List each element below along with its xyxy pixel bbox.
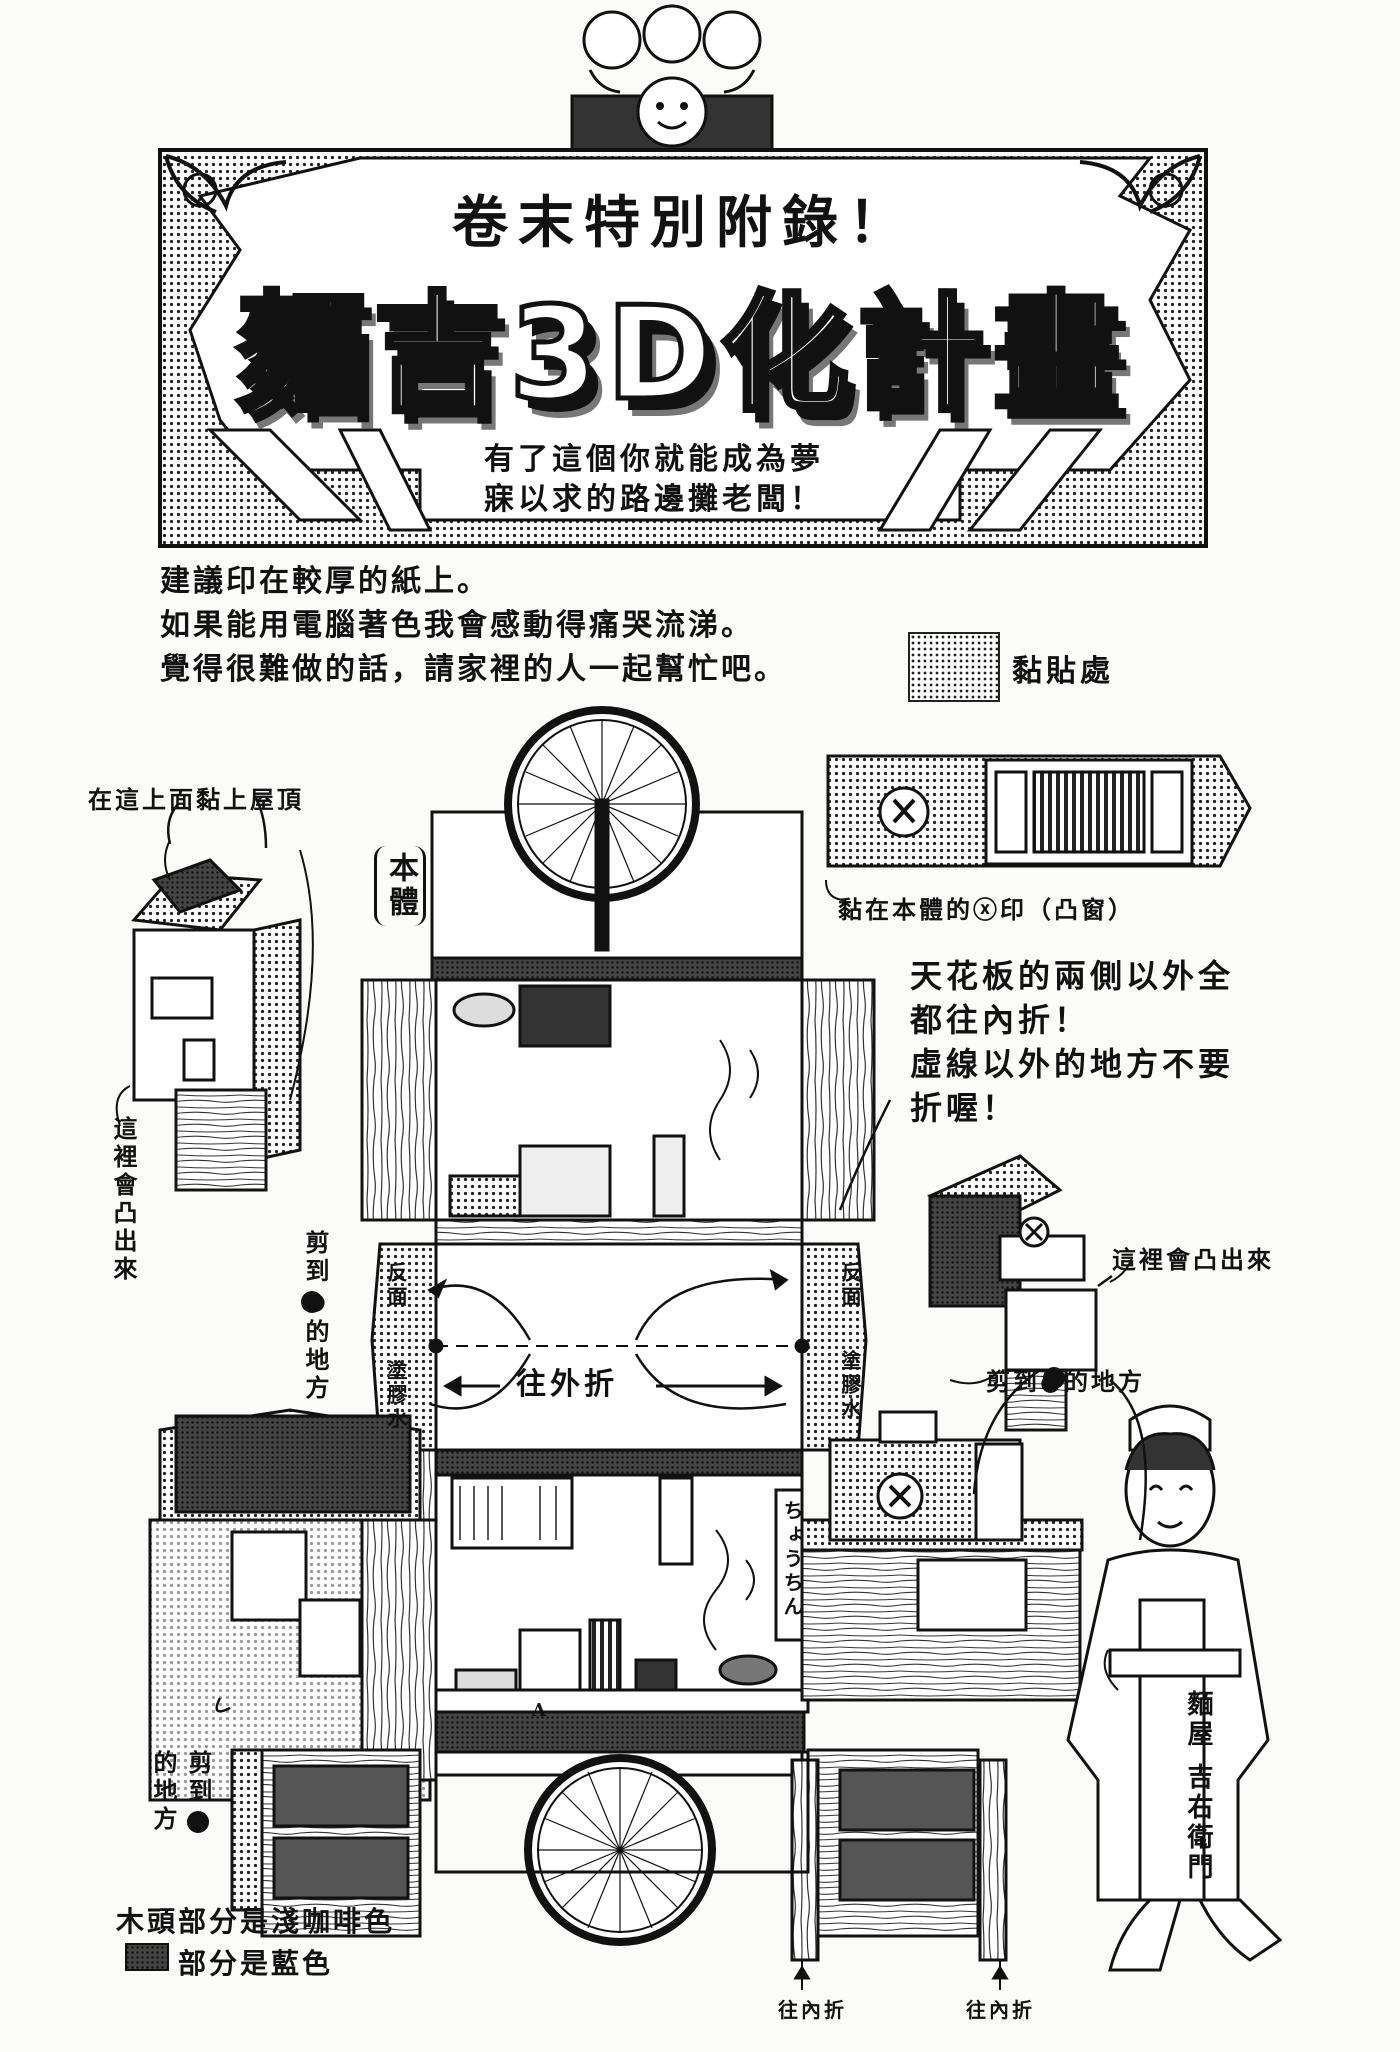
wood-color-label: 木頭部分是淺咖啡色: [116, 1905, 396, 1938]
blue-part-label: 部分是藍色: [178, 1947, 334, 1980]
banner-kicker: 卷末特別附錄！: [452, 190, 914, 256]
banner-subtitle-line2: 寐以求的路邊攤老闆！: [484, 482, 824, 517]
cut-right-label: 剪到●的地方: [986, 1367, 1145, 1396]
banner-title: 麵吉3D化計畫: [235, 278, 1129, 432]
reverse-left-label: 反面: [384, 1262, 408, 1310]
glue-left-label: 塗膠水: [384, 1360, 408, 1432]
fold-in-label-1: 往內折: [778, 1998, 847, 2022]
cart-body-net: [148, 706, 1084, 1990]
assembled-model-left: [115, 839, 314, 1192]
glue-right-label: 塗膠水: [838, 1350, 862, 1422]
body-label: 本體: [374, 846, 426, 926]
note-line-2: 如果能用電腦著色我會感動得痛哭流涕。: [160, 608, 754, 643]
roof-glue-label: 在這上面黏上屋頂: [88, 785, 304, 814]
pointer-arrows: [167, 797, 1147, 1713]
cherub-crest: [570, 4, 774, 154]
fold-out-label: 往外折: [516, 1367, 618, 1402]
glue-area-swatch: [908, 632, 1000, 702]
ceiling-line-4: 折喔！: [910, 1089, 1019, 1127]
glue-area-label: 黏貼處: [1012, 654, 1114, 689]
apron-label: 麵屋 吉右衛門: [1183, 1690, 1213, 1884]
banner-subtitle-line1: 有了這個你就能成為夢: [484, 442, 824, 477]
protrude-left-label: 這裡會凸出來: [109, 1116, 138, 1284]
ceiling-line-1: 天花板的兩側以外全: [910, 957, 1235, 995]
protrude-right-label: 這裡會凸出來: [1112, 1245, 1274, 1274]
note-line-3: 覺得很難做的話，請家裡的人一起幫忙吧。: [160, 652, 787, 687]
ceiling-line-2: 都往內折！: [910, 1001, 1091, 1039]
fold-in-label-2: 往內折: [966, 1998, 1035, 2022]
window-note-label: 黏在本體的ⓧ印（凸窗）: [838, 895, 1135, 924]
ramen-chef-character: [1066, 1404, 1283, 1972]
reverse-right-label: 反面: [838, 1262, 862, 1310]
blue-legend-swatch: [125, 1943, 169, 1971]
cut-left-label: 剪到●的地方: [301, 1230, 330, 1403]
bay-window-piece: [825, 754, 1252, 901]
title-banner-frame: [158, 148, 1208, 548]
note-line-1: 建議印在較厚的紙上。: [160, 564, 490, 599]
noren-label: ちょうちん: [780, 1500, 804, 1620]
cut-bottom-label: 剪到●的地方: [149, 1750, 213, 1839]
ceiling-instructions: 天花板的兩側以外全 都往內折！ 虛線以外的地方不要 折喔！: [910, 954, 1234, 1130]
assembled-model-right: [926, 1154, 1133, 1432]
instruction-notes: 建議印在較厚的紙上。 如果能用電腦著色我會感動得痛哭流涕。 覺得很難做的話，請家…: [160, 560, 787, 692]
banner-subtitle: 有了這個你就能成為夢 寐以求的路邊攤老闆！: [484, 440, 904, 520]
cut-dots: [187, 1291, 1065, 1833]
ceiling-line-3: 虛線以外的地方不要: [910, 1045, 1235, 1083]
marker-a: A: [532, 1700, 549, 1721]
